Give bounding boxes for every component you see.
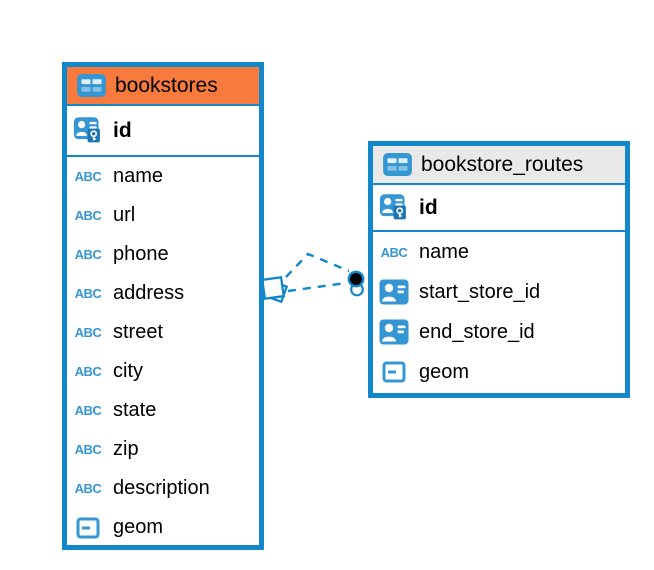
text-icon: ABC — [74, 208, 102, 223]
column-row[interactable]: ABC street — [67, 313, 259, 352]
column-name: id — [113, 118, 132, 142]
column-row[interactable]: ABC city — [67, 352, 259, 391]
table-bookstore-routes[interactable]: bookstore_routes id ABC name — [368, 141, 630, 398]
column-name: state — [113, 399, 157, 421]
column-row[interactable]: start_store_id — [373, 272, 625, 312]
column-name: end_store_id — [419, 320, 535, 343]
column-name: id — [419, 195, 438, 219]
table-bookstore-routes-header[interactable]: bookstore_routes — [373, 146, 625, 185]
primary-key-icon — [378, 193, 410, 222]
column-name: geom — [419, 360, 470, 383]
column-row[interactable]: ABC url — [67, 196, 259, 235]
column-name: url — [113, 204, 136, 226]
table-icon — [381, 153, 413, 176]
reference-icon — [378, 279, 410, 305]
table-bookstores-header[interactable]: bookstores — [67, 67, 259, 106]
column-name: description — [113, 477, 210, 499]
geometry-icon — [378, 361, 410, 383]
column-row[interactable]: end_store_id — [373, 312, 625, 352]
text-icon: ABC — [74, 364, 102, 379]
primary-key-icon — [72, 116, 104, 145]
column-row[interactable]: ABC name — [373, 232, 625, 272]
geometry-icon — [72, 517, 104, 539]
relationship-link[interactable] — [285, 252, 350, 278]
relationship-source-marker[interactable] — [260, 275, 289, 304]
text-icon: ABC — [380, 244, 408, 260]
column-name: zip — [113, 438, 139, 460]
relationship-link[interactable] — [287, 281, 347, 293]
column-name: name — [113, 165, 164, 187]
column-name: name — [419, 240, 470, 263]
connection-point-marker[interactable] — [347, 270, 365, 297]
column-row[interactable]: geom — [373, 352, 625, 392]
column-row[interactable]: ABC phone — [67, 235, 259, 274]
reference-icon — [378, 319, 410, 345]
text-icon: ABC — [74, 247, 102, 262]
table-title: bookstore_routes — [421, 152, 584, 176]
column-row[interactable]: ABC name — [67, 157, 259, 196]
table-icon — [75, 74, 107, 97]
column-row[interactable]: ABC description — [67, 469, 259, 508]
text-icon: ABC — [74, 286, 102, 301]
table-title: bookstores — [115, 73, 218, 97]
column-row[interactable]: ABC address — [67, 274, 259, 313]
column-name: address — [113, 282, 185, 304]
column-name: street — [113, 321, 164, 343]
column-name: phone — [113, 243, 169, 265]
column-row[interactable]: geom — [67, 508, 259, 545]
text-icon: ABC — [74, 325, 102, 340]
column-row-pk[interactable]: id — [373, 185, 625, 232]
text-icon: ABC — [74, 403, 102, 418]
column-row[interactable]: ABC zip — [67, 430, 259, 469]
text-icon: ABC — [74, 442, 102, 457]
column-name: city — [113, 360, 143, 382]
text-icon: ABC — [74, 169, 102, 184]
table-bookstores[interactable]: bookstores id ABC name — [62, 62, 264, 550]
column-row-pk[interactable]: id — [67, 106, 259, 157]
column-name: geom — [113, 516, 164, 538]
column-row[interactable]: ABC state — [67, 391, 259, 430]
column-name: start_store_id — [419, 280, 541, 303]
text-icon: ABC — [74, 481, 102, 496]
